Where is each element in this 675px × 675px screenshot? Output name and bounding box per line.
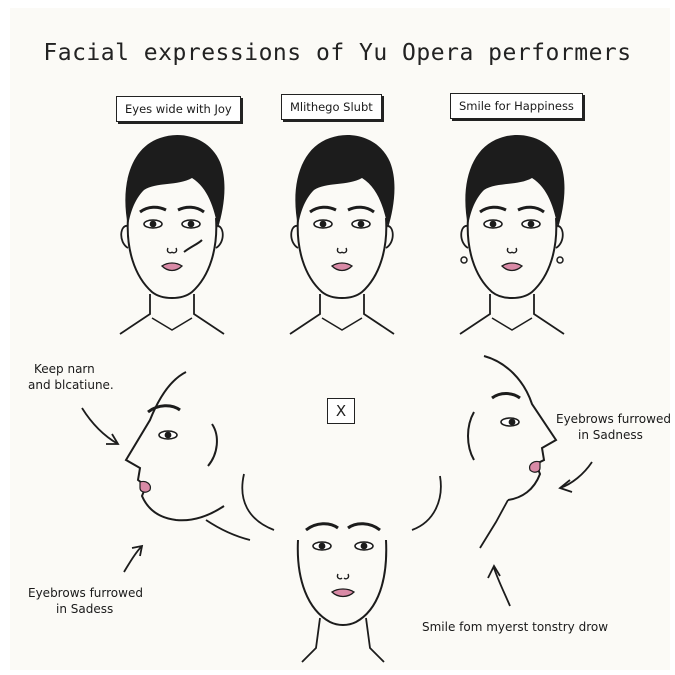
face-joy: [120, 135, 224, 334]
earring-right: [557, 257, 563, 263]
joy-stroke-mark: [184, 240, 202, 252]
note-eyebrows-left-line1: Eyebrows furrowed: [28, 586, 143, 600]
center-x-marker: X: [327, 398, 355, 424]
face-center-expression: [290, 135, 394, 334]
note-smile-bottom: Smile fom myerst tonstry drow: [422, 620, 608, 634]
note-eyebrows-right-line1: Eyebrows furrowed: [556, 412, 671, 426]
note-keep-line1: Keep narn: [34, 362, 95, 376]
arrow-keep-note: [82, 408, 118, 444]
arrow-eyebrows-right: [560, 462, 592, 492]
arrow-smile-bottom: [488, 566, 510, 606]
face-profile-left: [126, 372, 274, 540]
face-profile-right: [412, 356, 556, 548]
earring-left: [461, 257, 467, 263]
note-eyebrows-left-line2: in Sadess: [56, 602, 113, 616]
face-bottom-center: [298, 524, 386, 662]
face-happiness: [460, 135, 564, 334]
arrow-eyebrows-left: [124, 546, 142, 572]
note-keep-line2: and blcatiune.: [28, 378, 114, 392]
note-eyebrows-right-line2: in Sadness: [578, 428, 643, 442]
